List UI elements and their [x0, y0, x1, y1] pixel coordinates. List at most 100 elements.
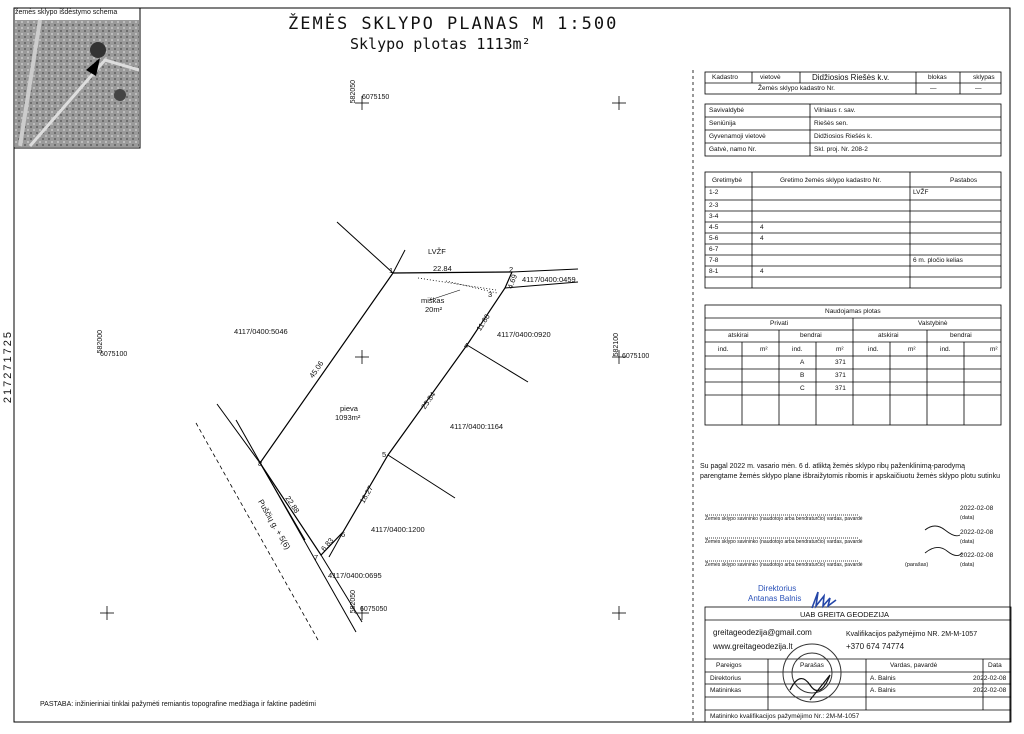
point-3: 3 [488, 290, 493, 299]
neighbors-cell-g: 8-1 [709, 268, 719, 275]
usage-col-header: m² [908, 346, 916, 353]
coord-top: 6075150 [362, 94, 390, 101]
neighbors-cell-g: 1-2 [709, 189, 719, 196]
road-edges [235, 419, 357, 633]
signoff-footer: Matininko kvalifikacijos pažymėjimo Nr.:… [710, 713, 860, 720]
point-2: 2 [509, 265, 514, 274]
company-cert: Kvalifikacijos pažymėjimo NR. 2M-M-1057 [846, 631, 978, 638]
admin-value: Vilniaus r. sav. [814, 107, 856, 114]
company-website[interactable]: www.greitageodezija.lt [713, 642, 793, 651]
coord-bottom-v: 582050 [350, 590, 357, 614]
neighbors-cell-g: 7-8 [709, 257, 719, 264]
sklypas-value: — [975, 85, 982, 92]
neighbor-0920: 4117/0400:0920 [497, 330, 551, 339]
neighbors-cell-g: 4-5 [709, 224, 719, 231]
neighbor-1164: 4117/0400:1164 [450, 422, 504, 431]
side-code: 217271725 [2, 330, 14, 404]
date-caption: (data) [960, 562, 975, 568]
stamp-role: Direktorius [758, 584, 797, 593]
plot-boundary [259, 271, 513, 556]
usage-col-header: ind. [718, 346, 729, 353]
grid-crosshairs [100, 96, 626, 620]
usage-col-header: ind. [868, 346, 879, 353]
signoff-header: Data [988, 662, 1002, 669]
coord-right: 6075100 [622, 353, 650, 360]
neighbors-header: Pastabos [950, 177, 978, 184]
signoff-date: 2022-02-08 [973, 687, 1007, 694]
neighbors-header: Gretimybė [712, 177, 742, 184]
signoff-name: A. Balnis [870, 687, 896, 694]
company-phone: +370 674 74774 [846, 642, 905, 651]
agreement-date: 2022-02-08 [960, 529, 994, 536]
signoff-header: Vardas, pavardė [890, 662, 938, 669]
agreement-date: 2022-02-08 [960, 505, 994, 512]
usage-title: Naudojamas plotas [825, 308, 881, 315]
neighbors-cell-g: 3-4 [709, 213, 719, 220]
usage-subgroup: atskirai [878, 332, 899, 339]
coord-top-v: 582050 [350, 80, 357, 104]
date-caption: (data) [960, 539, 975, 545]
table-grid [692, 70, 1012, 723]
admin-value: Didžiosios Riešės k. [814, 133, 873, 140]
usage-cell: A [800, 359, 805, 366]
signer-label: Žemės sklypo savininko (naudotojo arba b… [705, 562, 863, 568]
director-signature [811, 591, 837, 609]
usage-col-header: ind. [940, 346, 951, 353]
plot-area-title: Sklypo plotas 1113m² [350, 35, 531, 53]
kadastro-nr-label: Žemės sklypo kadastro Nr. [758, 85, 835, 92]
neighbor-0459: 4117/0400:0459 [522, 275, 576, 284]
admin-key: Seniūnija [709, 120, 736, 127]
point-1: 1 [389, 266, 394, 275]
neighbors-header: Gretimo žemės sklypo kadastro Nr. [780, 177, 882, 184]
inset-label: žemės sklypo išdėstymo schema [15, 9, 118, 16]
agreement-text-2: parengtame žemės sklypo plane išbraižyto… [700, 473, 1000, 480]
company-email[interactable]: greitageodezija@gmail.com [713, 628, 812, 637]
blokas-value: — [930, 85, 937, 92]
admin-value: Riešės sen. [814, 120, 848, 127]
meadow-label: pieva [340, 404, 358, 413]
surveyor-signature [789, 674, 831, 701]
vietove-label: vietovė [760, 74, 781, 81]
sklypas-label: sklypas [973, 74, 995, 81]
forest-label: miškas [421, 296, 445, 305]
usage-subgroup: bendrai [800, 332, 822, 339]
coord-left-v: 582000 [97, 330, 104, 354]
plan-title: ŽEMĖS SKLYPO PLANAS M 1:500 [288, 14, 619, 34]
coord-bottom: 6075050 [360, 606, 388, 613]
meadow-area: 1093m² [335, 413, 361, 422]
neighbors-cell-p: 6 m. pločio kelias [913, 257, 963, 264]
usage-cell: 371 [835, 385, 846, 392]
inset-aerial-photo [15, 19, 140, 147]
neighbor-5046: 4117/0400:5046 [234, 327, 288, 336]
admin-key: Gyvenamoji vietovė [709, 133, 766, 140]
usage-subgroup: atskirai [728, 332, 749, 339]
kadastro-label: Kadastro [712, 74, 739, 81]
usage-cell: B [800, 372, 805, 379]
usage-subgroup: bendrai [950, 332, 972, 339]
usage-col-header: m² [990, 346, 998, 353]
point-8: 8 [258, 459, 263, 468]
company-seal [782, 643, 842, 703]
signoff-role: Direktorius [710, 675, 742, 682]
admin-key: Savivaldybė [709, 107, 745, 114]
usage-cell: C [800, 385, 805, 392]
neighbors-cell-g: 2-3 [709, 202, 719, 209]
signoff-role: Matininkas [710, 687, 742, 694]
signer-label: Žemės sklypo savininko (naudotojo arba b… [705, 516, 863, 522]
blokas-label: blokas [928, 74, 947, 81]
point-5: 5 [382, 450, 387, 459]
neighbors-cell-n: 4 [760, 235, 764, 242]
point-6: 6 [341, 530, 346, 539]
admin-key: Gatvė, namo Nr. [709, 146, 757, 153]
date-caption: (data) [960, 515, 975, 521]
signer-label: Žemės sklypo savininko (naudotojo arba b… [705, 539, 863, 545]
stamp-name: Antanas Balnis [748, 594, 802, 603]
usage-group: Valstybinė [918, 320, 948, 327]
admin-value: Skl. proj. Nr. 208-2 [814, 146, 868, 153]
signoff-header: Pareigos [716, 662, 742, 669]
agreement-date: 2022-02-08 [960, 552, 994, 559]
agreement-text-1: Su pagal 2022 m. vasario mėn. 6 d. atlik… [700, 463, 965, 470]
coord-left: 6075100 [100, 351, 128, 358]
neighbors-cell-n: 4 [760, 268, 764, 275]
